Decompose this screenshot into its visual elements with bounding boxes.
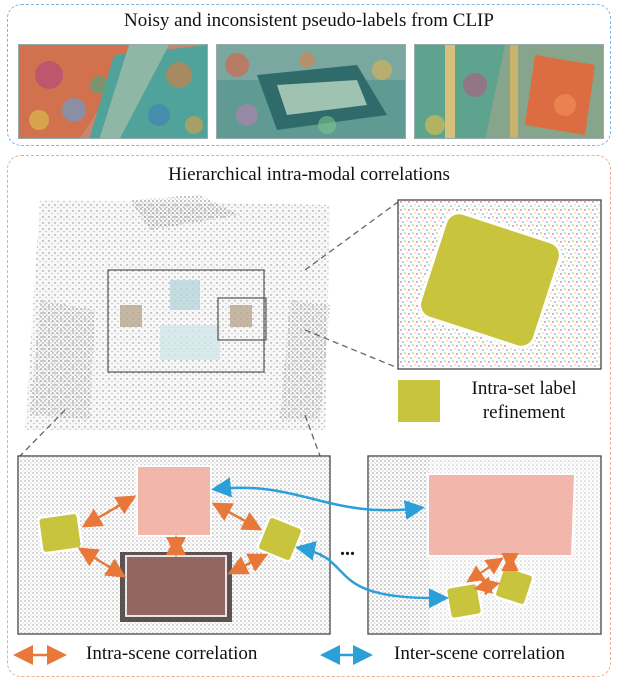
intra-scene-view — [17, 455, 331, 635]
correlation-panel — [7, 155, 611, 677]
pseudo-label-image-2 — [216, 44, 406, 139]
ellipsis: ... — [340, 538, 355, 560]
correlation-panel-title: Hierarchical intra-modal correlations — [168, 164, 450, 185]
intra-scene-legend-label: Intra-scene correlation — [86, 643, 258, 664]
room-point-cloud — [25, 195, 330, 430]
inter-scene-view — [367, 455, 602, 635]
zoomed-chair-view — [397, 199, 602, 370]
intra-set-legend: Intra-set label refinement — [454, 377, 594, 425]
inter-scene-legend-label: Inter-scene correlation — [394, 643, 566, 664]
top-panel — [7, 4, 611, 146]
top-panel-title: Noisy and inconsistent pseudo-labels fro… — [124, 10, 494, 31]
intra-set-swatch — [398, 380, 440, 422]
intra-set-legend-line2: refinement — [482, 402, 566, 423]
pseudo-label-image-3 — [414, 44, 604, 139]
pseudo-label-image-1 — [18, 44, 208, 139]
intra-set-legend-line1: Intra-set label — [471, 378, 577, 399]
